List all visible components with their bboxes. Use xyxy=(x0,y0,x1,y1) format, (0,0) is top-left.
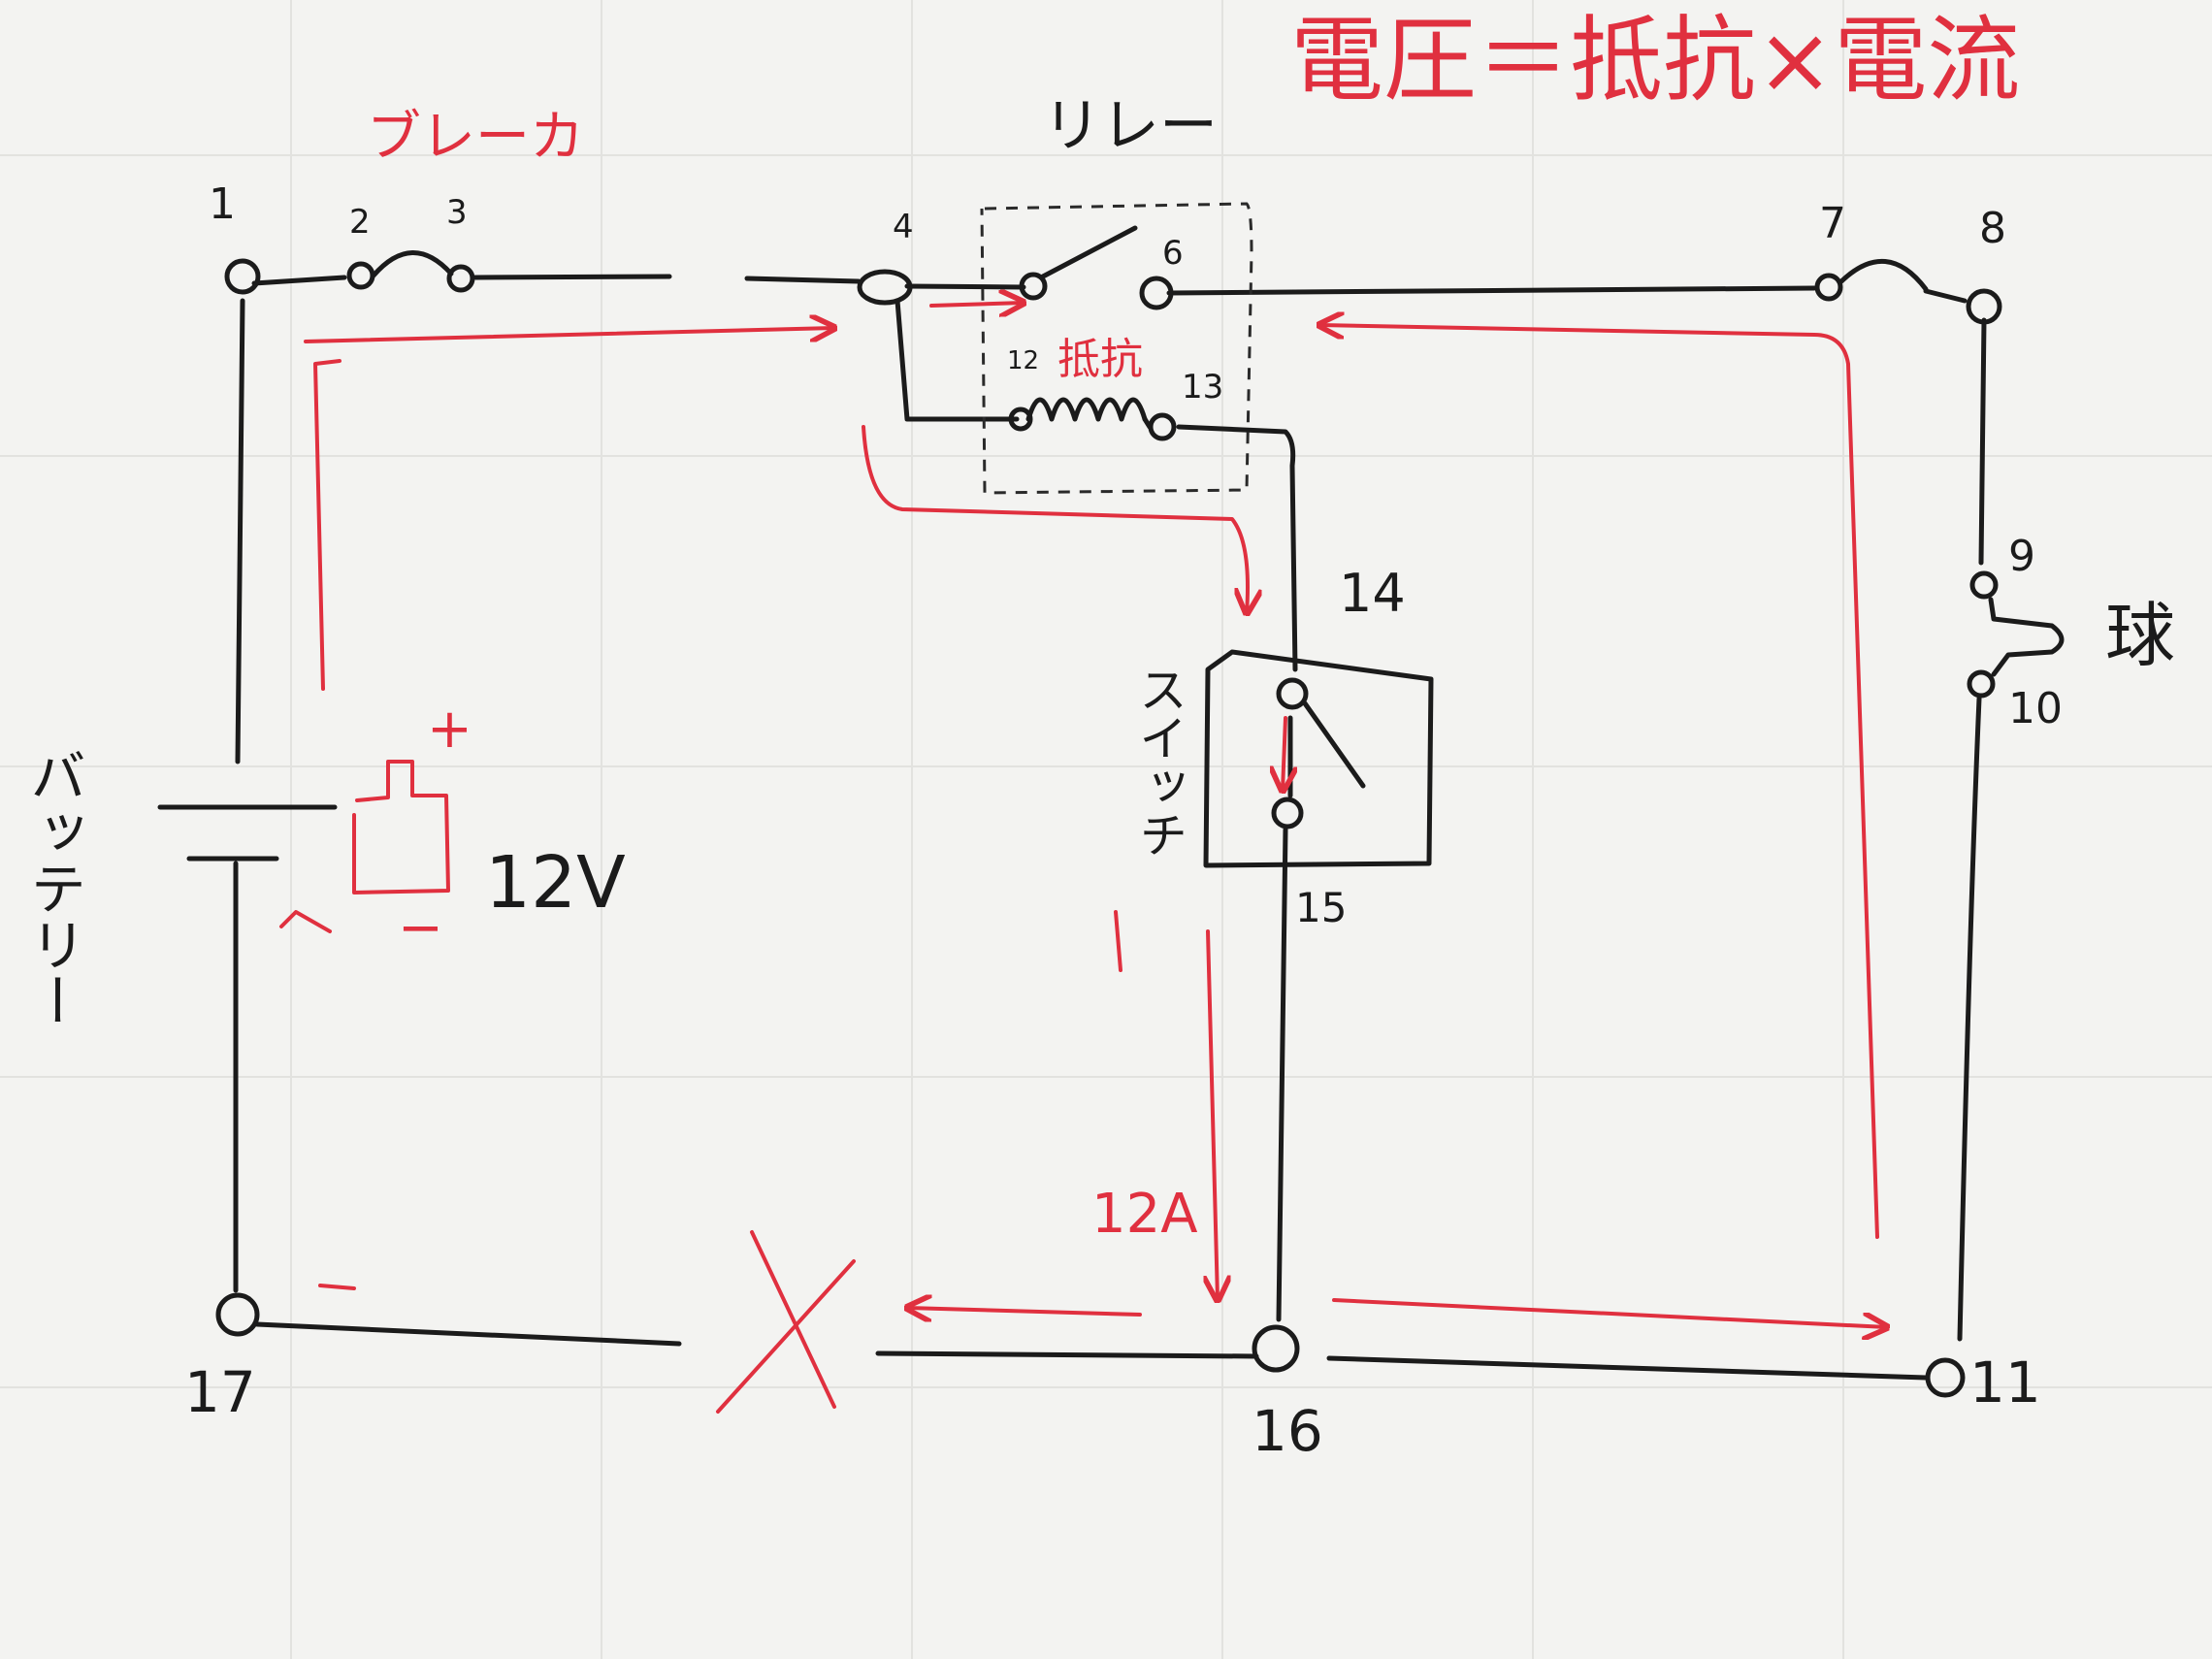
node-label-11: 11 xyxy=(1969,1350,2041,1415)
relay-coil xyxy=(1025,397,1148,422)
wire-8-9 xyxy=(1978,317,1987,566)
current-arrow-top-left xyxy=(304,328,834,343)
red-cross-1 xyxy=(750,1230,836,1409)
wire-11-16 xyxy=(1326,1355,1929,1381)
bulb-filament xyxy=(1988,597,2065,677)
terminal-3 xyxy=(446,264,475,293)
node-label-8: 8 xyxy=(1979,204,2006,253)
node-label-17: 17 xyxy=(184,1359,256,1425)
wire-fuse-8 xyxy=(1923,288,1968,304)
label-breaker: ブレーカ xyxy=(367,106,584,169)
wire-battery-1 xyxy=(235,298,245,764)
label-minus: − xyxy=(398,896,443,960)
terminal-8 xyxy=(1966,288,2002,325)
red-cross-2 xyxy=(716,1259,856,1414)
current-arrow-switch xyxy=(1283,716,1285,791)
terminal-5 xyxy=(1019,272,1048,301)
label-voltage: 12V xyxy=(485,841,626,925)
node-label-16: 16 xyxy=(1252,1398,1323,1464)
wire-gap-4 xyxy=(744,276,862,284)
wire-4-coil xyxy=(895,298,1020,422)
terminal-2 xyxy=(346,261,375,290)
wire-gap-17 xyxy=(254,1321,682,1347)
node-label-3: 3 xyxy=(446,193,468,232)
current-arrow-relay-down xyxy=(862,425,1248,613)
label-plus: + xyxy=(427,698,472,761)
wire-6-7 xyxy=(1166,285,1817,296)
node-labels: 1 2 3 4 6 7 8 9 10 11 12 13 14 15 16 17 xyxy=(184,179,2063,1464)
label-relay: リレー xyxy=(1043,92,1218,160)
terminal-12 xyxy=(1008,407,1033,432)
node-label-14: 14 xyxy=(1339,563,1406,624)
node-label-4: 4 xyxy=(893,208,914,246)
terminal-15 xyxy=(1271,797,1304,830)
breaker-arc xyxy=(371,250,454,278)
node-label-9: 9 xyxy=(2008,532,2035,581)
circuit-wiring xyxy=(157,225,2065,1381)
label-current-value: 12A xyxy=(1091,1183,1198,1246)
wire-1-2 xyxy=(251,275,347,286)
current-arrow-right-up xyxy=(1319,325,1879,1239)
fuse-arc-7-8 xyxy=(1838,258,1929,292)
label-battery: バッテリー xyxy=(20,747,86,1028)
terminal-11 xyxy=(1925,1357,1966,1398)
red-battery-symbol xyxy=(352,760,450,895)
wire-16-gap xyxy=(875,1350,1259,1359)
current-flow xyxy=(279,303,1887,1414)
wire-3-gap xyxy=(472,274,672,280)
label-bulb: 球 xyxy=(2105,595,2175,676)
terminal-6 xyxy=(1139,276,1174,310)
wire-10-11 xyxy=(1957,696,1982,1342)
terminal-13 xyxy=(1148,412,1177,441)
label-resistance: 抵抗 xyxy=(1057,335,1143,384)
node-label-15: 15 xyxy=(1295,884,1347,931)
title-formula: 電圧＝抵抗×電流 xyxy=(1290,6,2020,114)
node-label-1: 1 xyxy=(209,179,236,229)
terminal-17 xyxy=(215,1292,260,1337)
current-arrow-left-up xyxy=(313,359,342,691)
terminal-1 xyxy=(224,258,261,295)
current-mark-left xyxy=(1114,910,1122,972)
node-label-6: 6 xyxy=(1162,234,1184,273)
node-label-10: 10 xyxy=(2008,684,2063,733)
node-label-7: 7 xyxy=(1819,199,1846,248)
node-label-2: 2 xyxy=(349,203,371,242)
terminal-16 xyxy=(1252,1324,1300,1373)
terminal-7 xyxy=(1814,273,1843,302)
current-arrow-bottom-right xyxy=(1332,1298,1887,1327)
terminal-4 xyxy=(857,269,913,306)
terminal-10 xyxy=(1967,669,1996,699)
current-arrow-4-5 xyxy=(929,303,1024,306)
current-arrow-bottom-left xyxy=(907,1308,1142,1315)
switch-box xyxy=(1203,649,1434,868)
switch-blade xyxy=(1302,700,1366,789)
node-label-12: 12 xyxy=(1007,346,1039,375)
red-dash-minus-side xyxy=(279,910,332,933)
wire-15-16 xyxy=(1276,827,1288,1322)
label-switch: スイッチ xyxy=(1131,665,1187,859)
relay-switch-blade xyxy=(1040,225,1138,279)
node-label-13: 13 xyxy=(1182,368,1223,407)
relay-dashed-box xyxy=(980,202,1253,495)
wire-13-14 xyxy=(1176,424,1298,672)
terminals xyxy=(215,258,2002,1398)
relay-contact-4-5 xyxy=(904,283,1026,290)
terminal-9 xyxy=(1969,570,1999,600)
current-arrow-down-16 xyxy=(1208,929,1218,1300)
red-dash-left xyxy=(318,1284,356,1290)
terminal-14 xyxy=(1276,677,1309,710)
